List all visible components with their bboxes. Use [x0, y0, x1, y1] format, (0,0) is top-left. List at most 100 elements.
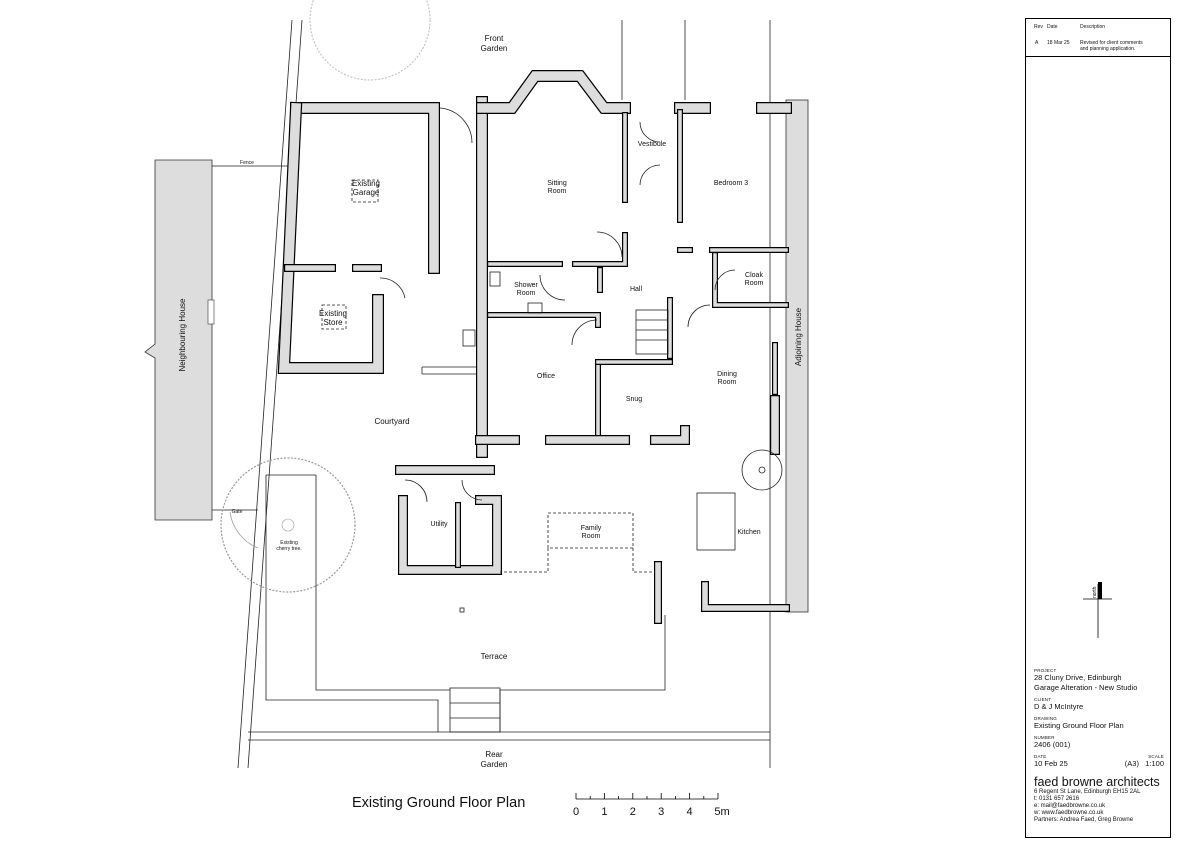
wall — [476, 70, 631, 114]
date-caption: DATE — [1034, 754, 1047, 759]
firm-email[interactable]: e: mail@faedbrowne.co.uk — [1034, 803, 1106, 809]
project-caption: PROJECT — [1034, 668, 1057, 673]
scale-bar-label: 3 — [658, 806, 664, 818]
wall — [290, 102, 440, 274]
firm-phone: t: 0131 657 2616 — [1034, 796, 1080, 802]
rev-date: 18 Mar 25 — [1047, 40, 1070, 46]
drawing-number: 2406 (001) — [1034, 740, 1071, 749]
label-existing-garage: Garage — [353, 188, 380, 197]
label-rear-garden: Rear — [485, 750, 503, 759]
label-shower-room: Room — [517, 290, 536, 297]
label-snug: Snug — [626, 396, 642, 403]
label-existing-garage: Existing — [352, 179, 380, 188]
north-label: north — [1092, 586, 1098, 598]
scale-bar: 0 1 2 3 4 5m — [573, 793, 730, 818]
label-gate: Gate — [232, 509, 243, 515]
scale-bar-label: 2 — [630, 806, 636, 818]
cherry-tree-trunk — [281, 518, 295, 532]
label-vestibule: Vestibule — [638, 141, 667, 148]
wall — [712, 252, 789, 308]
label-kitchen: Kitchen — [737, 529, 760, 536]
label-front-garden: Garden — [481, 44, 508, 53]
label-existing-store: Store — [323, 318, 343, 327]
date-header: Date — [1047, 24, 1058, 30]
neighbouring-house-window — [207, 299, 215, 325]
label-dining-room: Dining — [717, 371, 737, 378]
label-courtyard: Courtyard — [374, 417, 409, 426]
rev-value: A — [1035, 40, 1039, 46]
wall — [650, 425, 690, 445]
firm-address: 6 Regent St Lane, Edinburgh EH15 2AL — [1034, 789, 1141, 795]
label-cloak-room: Cloak — [745, 272, 763, 279]
plan-title: Existing Ground Floor Plan — [352, 795, 525, 811]
label-family-room: Room — [582, 533, 601, 540]
revision-table: Rev Date Description A 18 Mar 25 Revised… — [1026, 19, 1170, 57]
label-sitting-room: Sitting — [547, 180, 567, 187]
description-header: Description — [1080, 24, 1106, 30]
label-cherry-tree: Existing — [280, 540, 298, 546]
label-rear-garden: Garden — [481, 760, 508, 769]
firm-partners: Partners: Andrea Faed, Greg Browne — [1034, 817, 1134, 823]
adjoining-house — [785, 99, 809, 613]
walls — [277, 70, 792, 624]
number-caption: NUMBER — [1034, 735, 1055, 740]
wall — [487, 312, 601, 328]
client-name: D & J McIntyre — [1034, 702, 1084, 711]
label-bedroom-3: Bedroom 3 — [714, 180, 748, 187]
north-arrow: north — [1083, 582, 1112, 638]
label-neighbouring-house: Neighbouring House — [178, 298, 187, 371]
scale-caption: SCALE — [1148, 754, 1164, 759]
scale-bar-label: 4 — [687, 806, 693, 818]
label-sitting-room: Room — [548, 188, 567, 195]
cherry-tree-canopy — [220, 457, 356, 593]
project-name: 28 Cluny Drive, Edinburgh — [1034, 673, 1122, 682]
scale-bar-label: 1 — [601, 806, 607, 818]
title-block: Rev Date Description A 18 Mar 25 Revised… — [1025, 18, 1171, 838]
sheet-size: (A3) — [1124, 759, 1139, 768]
project-subtitle: Garage Alteration - New Studio — [1034, 683, 1138, 692]
wall — [277, 101, 384, 374]
firm-name: faed browne architects — [1034, 775, 1160, 789]
rev-header: Rev — [1034, 24, 1043, 30]
drawing-name: Existing Ground Floor Plan — [1034, 721, 1124, 730]
rev-description: and planning application. — [1080, 46, 1136, 52]
drawing-scale: 1:100 — [1145, 759, 1164, 768]
label-office: Office — [537, 373, 555, 380]
label-cherry-tree: cherry tree. — [276, 546, 301, 552]
front-tree-canopy — [309, 0, 431, 81]
drawing-caption: DRAWING — [1034, 716, 1057, 721]
label-fence: Fence — [240, 160, 254, 166]
scale-bar-label: 0 — [573, 806, 579, 818]
label-cloak-room: Room — [745, 280, 764, 287]
label-utility: Utility — [430, 521, 448, 528]
firm-website[interactable]: w: www.faedbrowne.co.uk — [1034, 810, 1104, 816]
wall — [572, 232, 628, 267]
label-family-room: Family — [581, 525, 602, 532]
client-caption: CLIENT — [1034, 697, 1052, 702]
scale-bar-label: 5m — [714, 806, 729, 818]
boundary-lines — [212, 19, 771, 769]
wall — [398, 495, 502, 575]
wall — [701, 581, 790, 612]
label-shower-room: Shower — [514, 282, 538, 289]
label-adjoining-house: Adjoining House — [794, 307, 803, 366]
label-front-garden: Front — [485, 34, 504, 43]
fixtures — [229, 107, 783, 613]
drawing-date: 10 Feb 25 — [1034, 759, 1068, 768]
label-existing-store: Existing — [319, 309, 347, 318]
label-hall: Hall — [630, 286, 643, 293]
label-terrace: Terrace — [481, 652, 508, 661]
rev-description: Revised for client comments — [1080, 40, 1143, 46]
neighbouring-house — [144, 159, 213, 521]
